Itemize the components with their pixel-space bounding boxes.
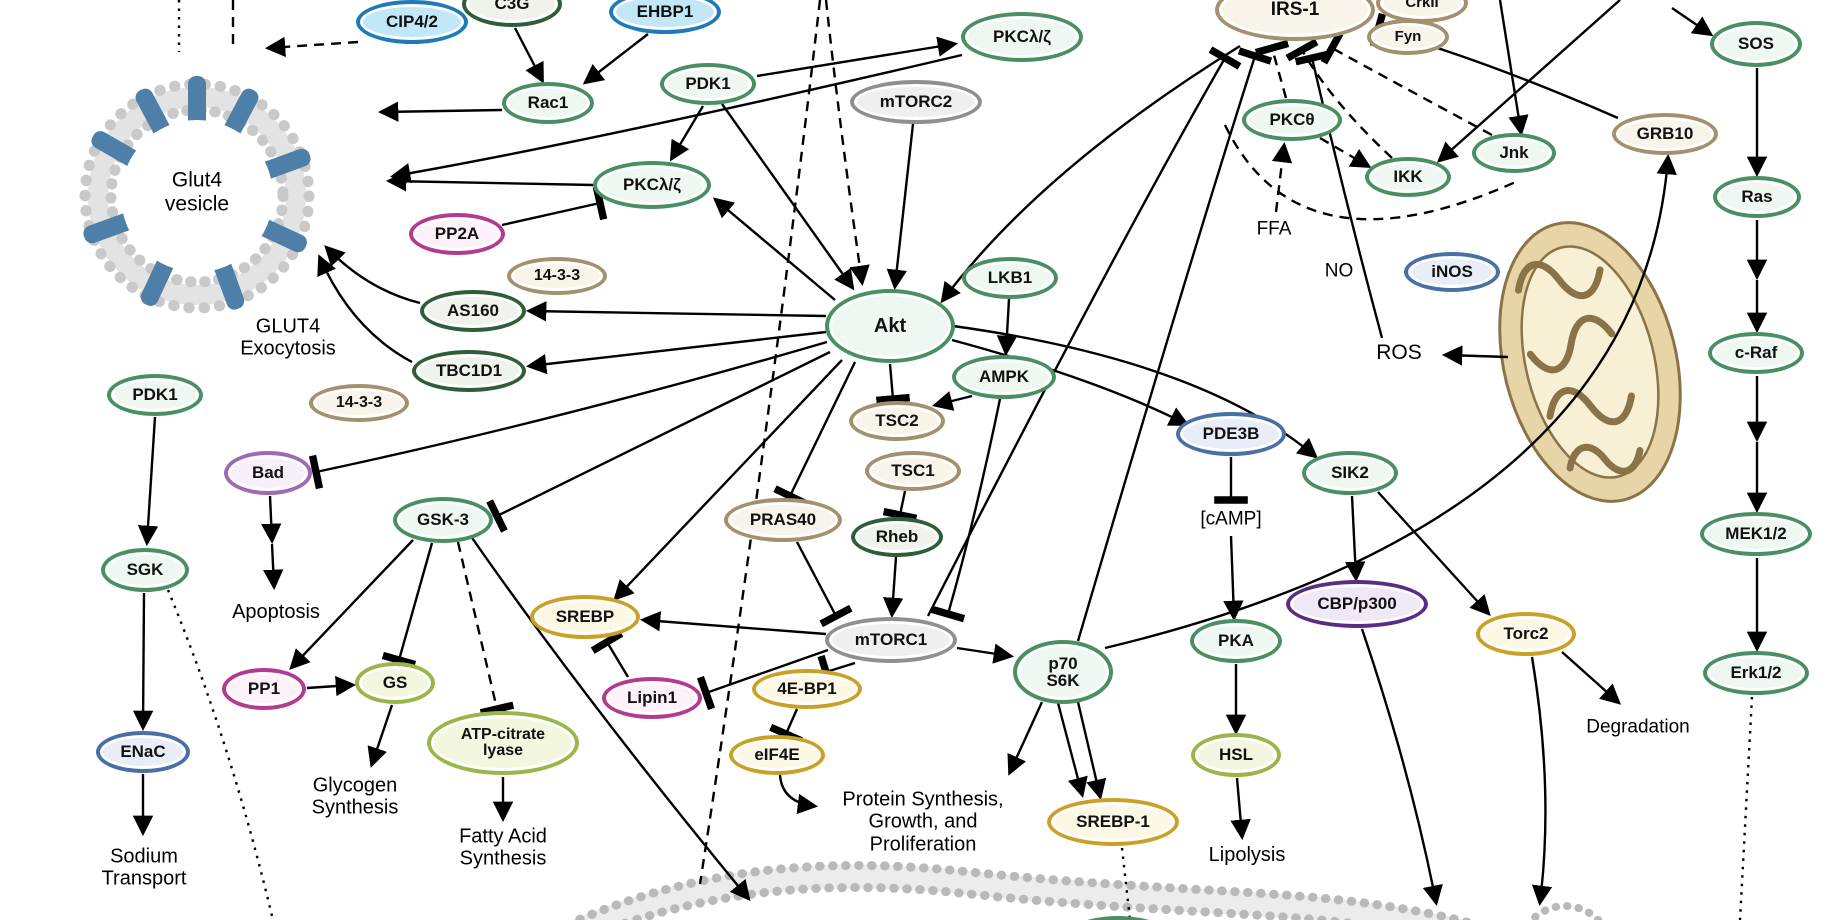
edge-t-18 xyxy=(1076,47,1273,642)
edge-t-59 xyxy=(817,654,856,690)
edge-dline-16 xyxy=(698,0,822,885)
edge-a-63 xyxy=(1076,701,1107,800)
edge-a-83 xyxy=(1345,495,1366,583)
edge-a-61 xyxy=(778,774,819,815)
edge-a-40 xyxy=(525,301,827,322)
edge-da-25 xyxy=(1271,141,1293,213)
mitochondrion-crista xyxy=(1566,443,1644,475)
edge-a-28 xyxy=(1498,0,1529,137)
edge-dot-78 xyxy=(166,589,274,917)
edge-a-71 xyxy=(263,543,284,591)
edge-a-14 xyxy=(886,123,915,291)
edge-a-84 xyxy=(1377,491,1491,617)
edge-da-0 xyxy=(264,36,359,58)
glut4-transporter-rod xyxy=(214,259,245,310)
glut4-transporter-rod xyxy=(257,219,307,253)
edge-dt-22 xyxy=(1254,39,1290,99)
glut4-transporter-rod xyxy=(91,131,140,167)
edge-a-17 xyxy=(940,44,1241,304)
edge-dt-24 xyxy=(1320,31,1493,137)
edge-a-62 xyxy=(956,643,1015,664)
edge-a-12 xyxy=(756,36,959,78)
edge-da-15 xyxy=(824,0,870,287)
edge-dot-37 xyxy=(1738,696,1754,920)
mitochondrion-crista xyxy=(1526,314,1616,374)
edge-a-48 xyxy=(951,338,1190,426)
edge-a-9 xyxy=(317,254,413,364)
edge-a-65 xyxy=(1007,701,1044,776)
edge-a-87 xyxy=(1530,656,1553,907)
edge-a-72 xyxy=(306,675,357,697)
edges-group xyxy=(132,0,1768,920)
glut4-transporter-rod xyxy=(135,88,171,138)
edge-a-82 xyxy=(1230,777,1251,841)
edge-t-55 xyxy=(795,541,853,628)
edge-a-6 xyxy=(385,171,595,192)
edge-a-41 xyxy=(525,330,827,375)
small-vesicle xyxy=(1526,902,1604,920)
edge-a-70 xyxy=(261,495,282,545)
edge-a-85 xyxy=(1561,651,1622,705)
edge-a-56 xyxy=(639,611,827,636)
edge-t-46 xyxy=(875,363,911,405)
edge-a-5 xyxy=(377,101,503,122)
edge-a-30 xyxy=(1441,345,1509,366)
glut4-vesicle-lumen xyxy=(121,120,273,272)
mitochondrion xyxy=(1498,221,1682,503)
edge-t-43 xyxy=(308,340,828,490)
edge-t-20 xyxy=(1294,50,1384,339)
edge-a-10 xyxy=(669,105,705,162)
edge-a-64 xyxy=(1056,702,1088,798)
organelles-group xyxy=(79,76,1682,920)
edge-a-73 xyxy=(367,704,394,768)
edge-a-51 xyxy=(932,391,973,411)
edge-dline-27 xyxy=(1223,124,1521,221)
edge-t-13 xyxy=(501,185,608,227)
edge-a-44 xyxy=(613,359,843,601)
edge-dot-88 xyxy=(1120,847,1132,920)
edge-a-69 xyxy=(469,534,751,902)
edge-a-50 xyxy=(996,298,1018,357)
edge-a-54 xyxy=(882,556,904,619)
edge-a-86 xyxy=(1360,628,1443,907)
edge-a-38 xyxy=(1104,153,1677,650)
edge-dt-68 xyxy=(456,541,515,717)
edge-a-45 xyxy=(712,197,836,301)
edge-t-67 xyxy=(381,542,434,669)
edge-t-21 xyxy=(1369,12,1619,120)
nuclear-membrane-beads-top xyxy=(567,860,1477,920)
glut4-transporter-rod xyxy=(223,88,259,138)
edge-a-76 xyxy=(132,592,154,732)
glut4-transporter-rod xyxy=(260,148,311,179)
edge-t-60 xyxy=(769,708,803,745)
edge-dt-23 xyxy=(1285,38,1393,159)
edge-a-66 xyxy=(289,539,414,670)
mitochondrion-crista xyxy=(1514,260,1604,300)
edge-a-80 xyxy=(1223,535,1244,622)
glut4-vesicle-beads xyxy=(79,78,315,314)
edge-t-47 xyxy=(773,361,857,507)
edge-t-53 xyxy=(882,490,918,523)
glut4-transporter-rod xyxy=(140,256,174,306)
edge-t-58 xyxy=(590,630,630,678)
edge-a-39 xyxy=(1671,7,1714,37)
edge-da-26 xyxy=(1319,136,1372,169)
glut4-transporter-rod xyxy=(83,213,134,244)
edge-a-7 xyxy=(389,53,963,184)
edge-t-19 xyxy=(926,46,1242,617)
edge-t-57 xyxy=(696,648,829,711)
edge-a-75 xyxy=(137,416,159,547)
edge-a-3 xyxy=(513,27,544,84)
mitochondrion-crista xyxy=(1546,387,1635,426)
edge-a-4 xyxy=(582,33,649,85)
glut4-transporter-rod xyxy=(188,76,206,128)
edge-t-52 xyxy=(930,398,1002,623)
edge-a-29 xyxy=(1436,0,1621,163)
edge-t-42 xyxy=(486,350,831,533)
edge-a-11 xyxy=(721,103,855,291)
